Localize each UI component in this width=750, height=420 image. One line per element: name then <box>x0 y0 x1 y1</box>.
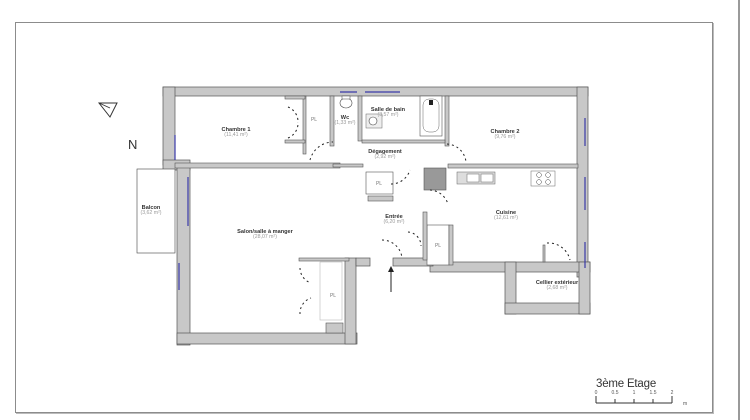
room-area: (28,07 m²) <box>253 234 277 241</box>
page-edge <box>738 0 740 420</box>
room-name: Wc <box>340 115 350 121</box>
room-name: Chambre 1 <box>221 127 251 133</box>
scale-tick: 1.5 <box>649 390 657 396</box>
room-name: Chambre 2 <box>490 129 520 135</box>
room-salle-de-bain: Salle de bain (3,57 m²) <box>371 107 405 119</box>
room-area: (2,92 m²) <box>374 154 396 161</box>
room-area: (3,62 m²) <box>140 210 162 217</box>
room-entree: Entrée (6,20 m²) <box>383 214 404 226</box>
room-cuisine: Cuisine (12,61 m²) <box>494 210 518 222</box>
room-cellier-exterieur: Cellier extérieur (2,68 m²) <box>536 280 578 292</box>
room-area: (3,57 m²) <box>377 112 399 119</box>
room-name: Cuisine <box>495 210 517 216</box>
closet-label: PL <box>434 243 442 249</box>
room-chambre-2: Chambre 2 (9,76 m²) <box>491 129 520 141</box>
closet-label: PL <box>375 181 383 187</box>
scale-tick: 0 <box>594 390 598 396</box>
room-area: (9,76 m²) <box>494 134 516 141</box>
room-name: Balcon <box>141 205 161 211</box>
closet-label: PL <box>310 117 318 123</box>
room-salon: Salon/salle à manger (28,07 m²) <box>237 229 293 241</box>
room-name: Salle de bain <box>370 107 406 113</box>
room-wc: Wc (1,33 m²) <box>334 115 355 127</box>
room-area: (2,68 m²) <box>546 285 568 292</box>
room-area: (12,61 m²) <box>494 215 518 222</box>
room-degagement: Dégagement (2,92 m²) <box>368 149 402 161</box>
room-balcon: Balcon (3,62 m²) <box>140 205 161 217</box>
scale-tick: 0.5 <box>611 390 619 396</box>
scale-tick: 1 <box>632 390 636 396</box>
room-area: (1,33 m²) <box>334 120 356 127</box>
room-area: (11,41 m²) <box>224 132 248 139</box>
scale-unit: m <box>683 401 688 407</box>
room-area: (6,20 m²) <box>383 219 405 226</box>
room-chambre-1: Chambre 1 (11,41 m²) <box>222 127 251 139</box>
room-name: Salon/salle à manger <box>237 229 293 235</box>
floor-title: 3ème Etage <box>596 378 657 390</box>
room-name: Cellier extérieur <box>535 280 579 286</box>
closet-label: PL <box>329 293 337 299</box>
room-name: Entrée <box>385 214 403 220</box>
scale-tick: 2 <box>670 390 674 396</box>
north-label: N <box>128 137 138 152</box>
room-name: Dégagement <box>368 149 402 155</box>
